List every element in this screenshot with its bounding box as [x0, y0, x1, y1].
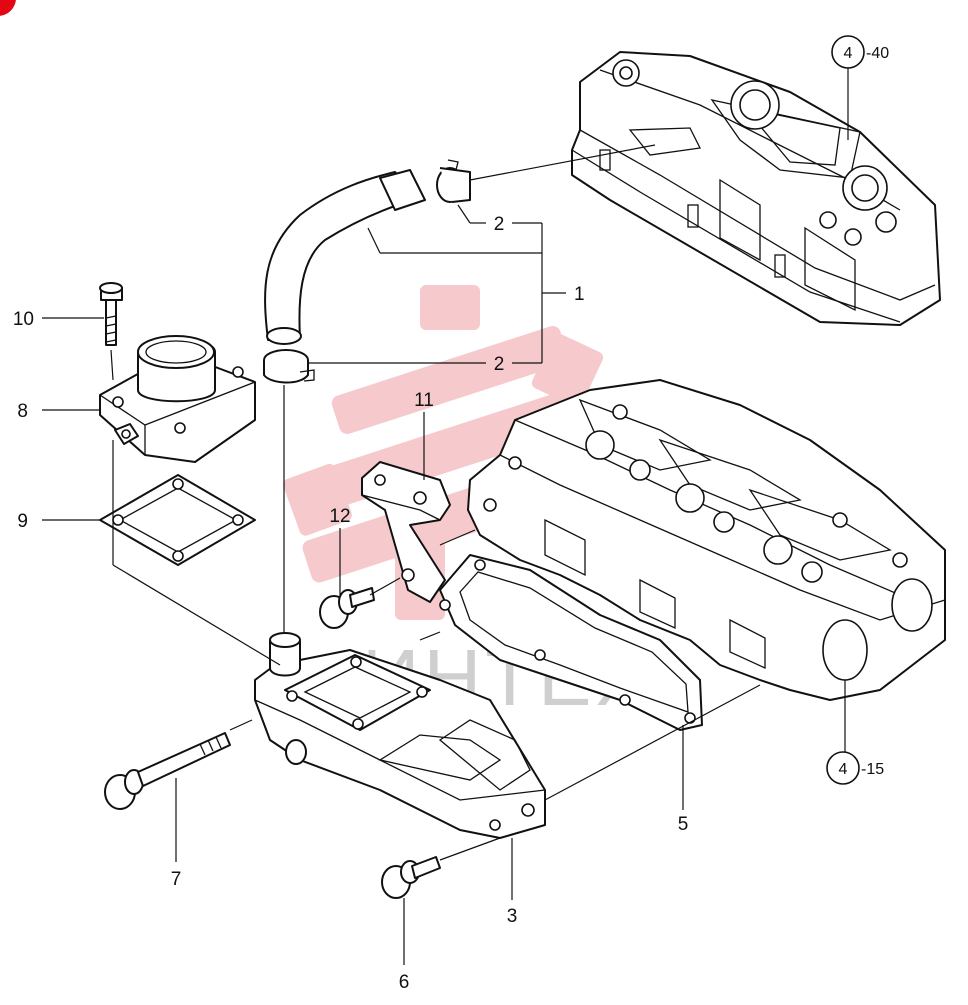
flange-bolt: [99, 282, 123, 346]
inlet-gasket: [99, 474, 256, 566]
ref-cylinder-head-suffix: -15: [861, 761, 884, 778]
callout-7: 7: [171, 869, 182, 890]
air-inlet-flange: [99, 335, 256, 463]
ref-head-cover-suffix: -40: [866, 45, 889, 62]
callout-8: 8: [17, 401, 28, 422]
callout-1: 1: [574, 284, 585, 305]
mounting-bracket: [361, 461, 451, 603]
callout-2-lower: 2: [494, 354, 505, 375]
callout-3: 3: [507, 906, 518, 927]
manifold-long-bolt: [104, 732, 231, 810]
callout-9: 9: [17, 511, 28, 532]
callout-12: 12: [329, 506, 350, 527]
hose-clamp-lower: [263, 349, 315, 384]
manifold-gasket: [439, 554, 703, 731]
callout-10: 10: [13, 309, 34, 330]
intake-manifold: [254, 632, 546, 839]
leader-lines: [42, 68, 849, 965]
callout-2-upper: 2: [494, 214, 505, 235]
callout-11: 11: [414, 390, 434, 411]
callout-5: 5: [678, 814, 689, 835]
corner-badge-icon: [0, 0, 16, 16]
ref-cylinder-head: 4 -15: [826, 751, 884, 785]
ref-cylinder-head-number: 4: [839, 761, 848, 778]
cylinder-head-cover: [571, 51, 941, 326]
bracket-bolt: [319, 587, 375, 629]
callout-6: 6: [399, 972, 410, 993]
ref-head-cover-number: 4: [844, 45, 853, 62]
cylinder-head: [467, 379, 946, 701]
ref-head-cover: 4 -40: [831, 35, 889, 69]
manifold-short-bolt: [381, 856, 441, 899]
hose-clamp-upper: [436, 159, 471, 203]
breather-hose: [264, 169, 426, 345]
